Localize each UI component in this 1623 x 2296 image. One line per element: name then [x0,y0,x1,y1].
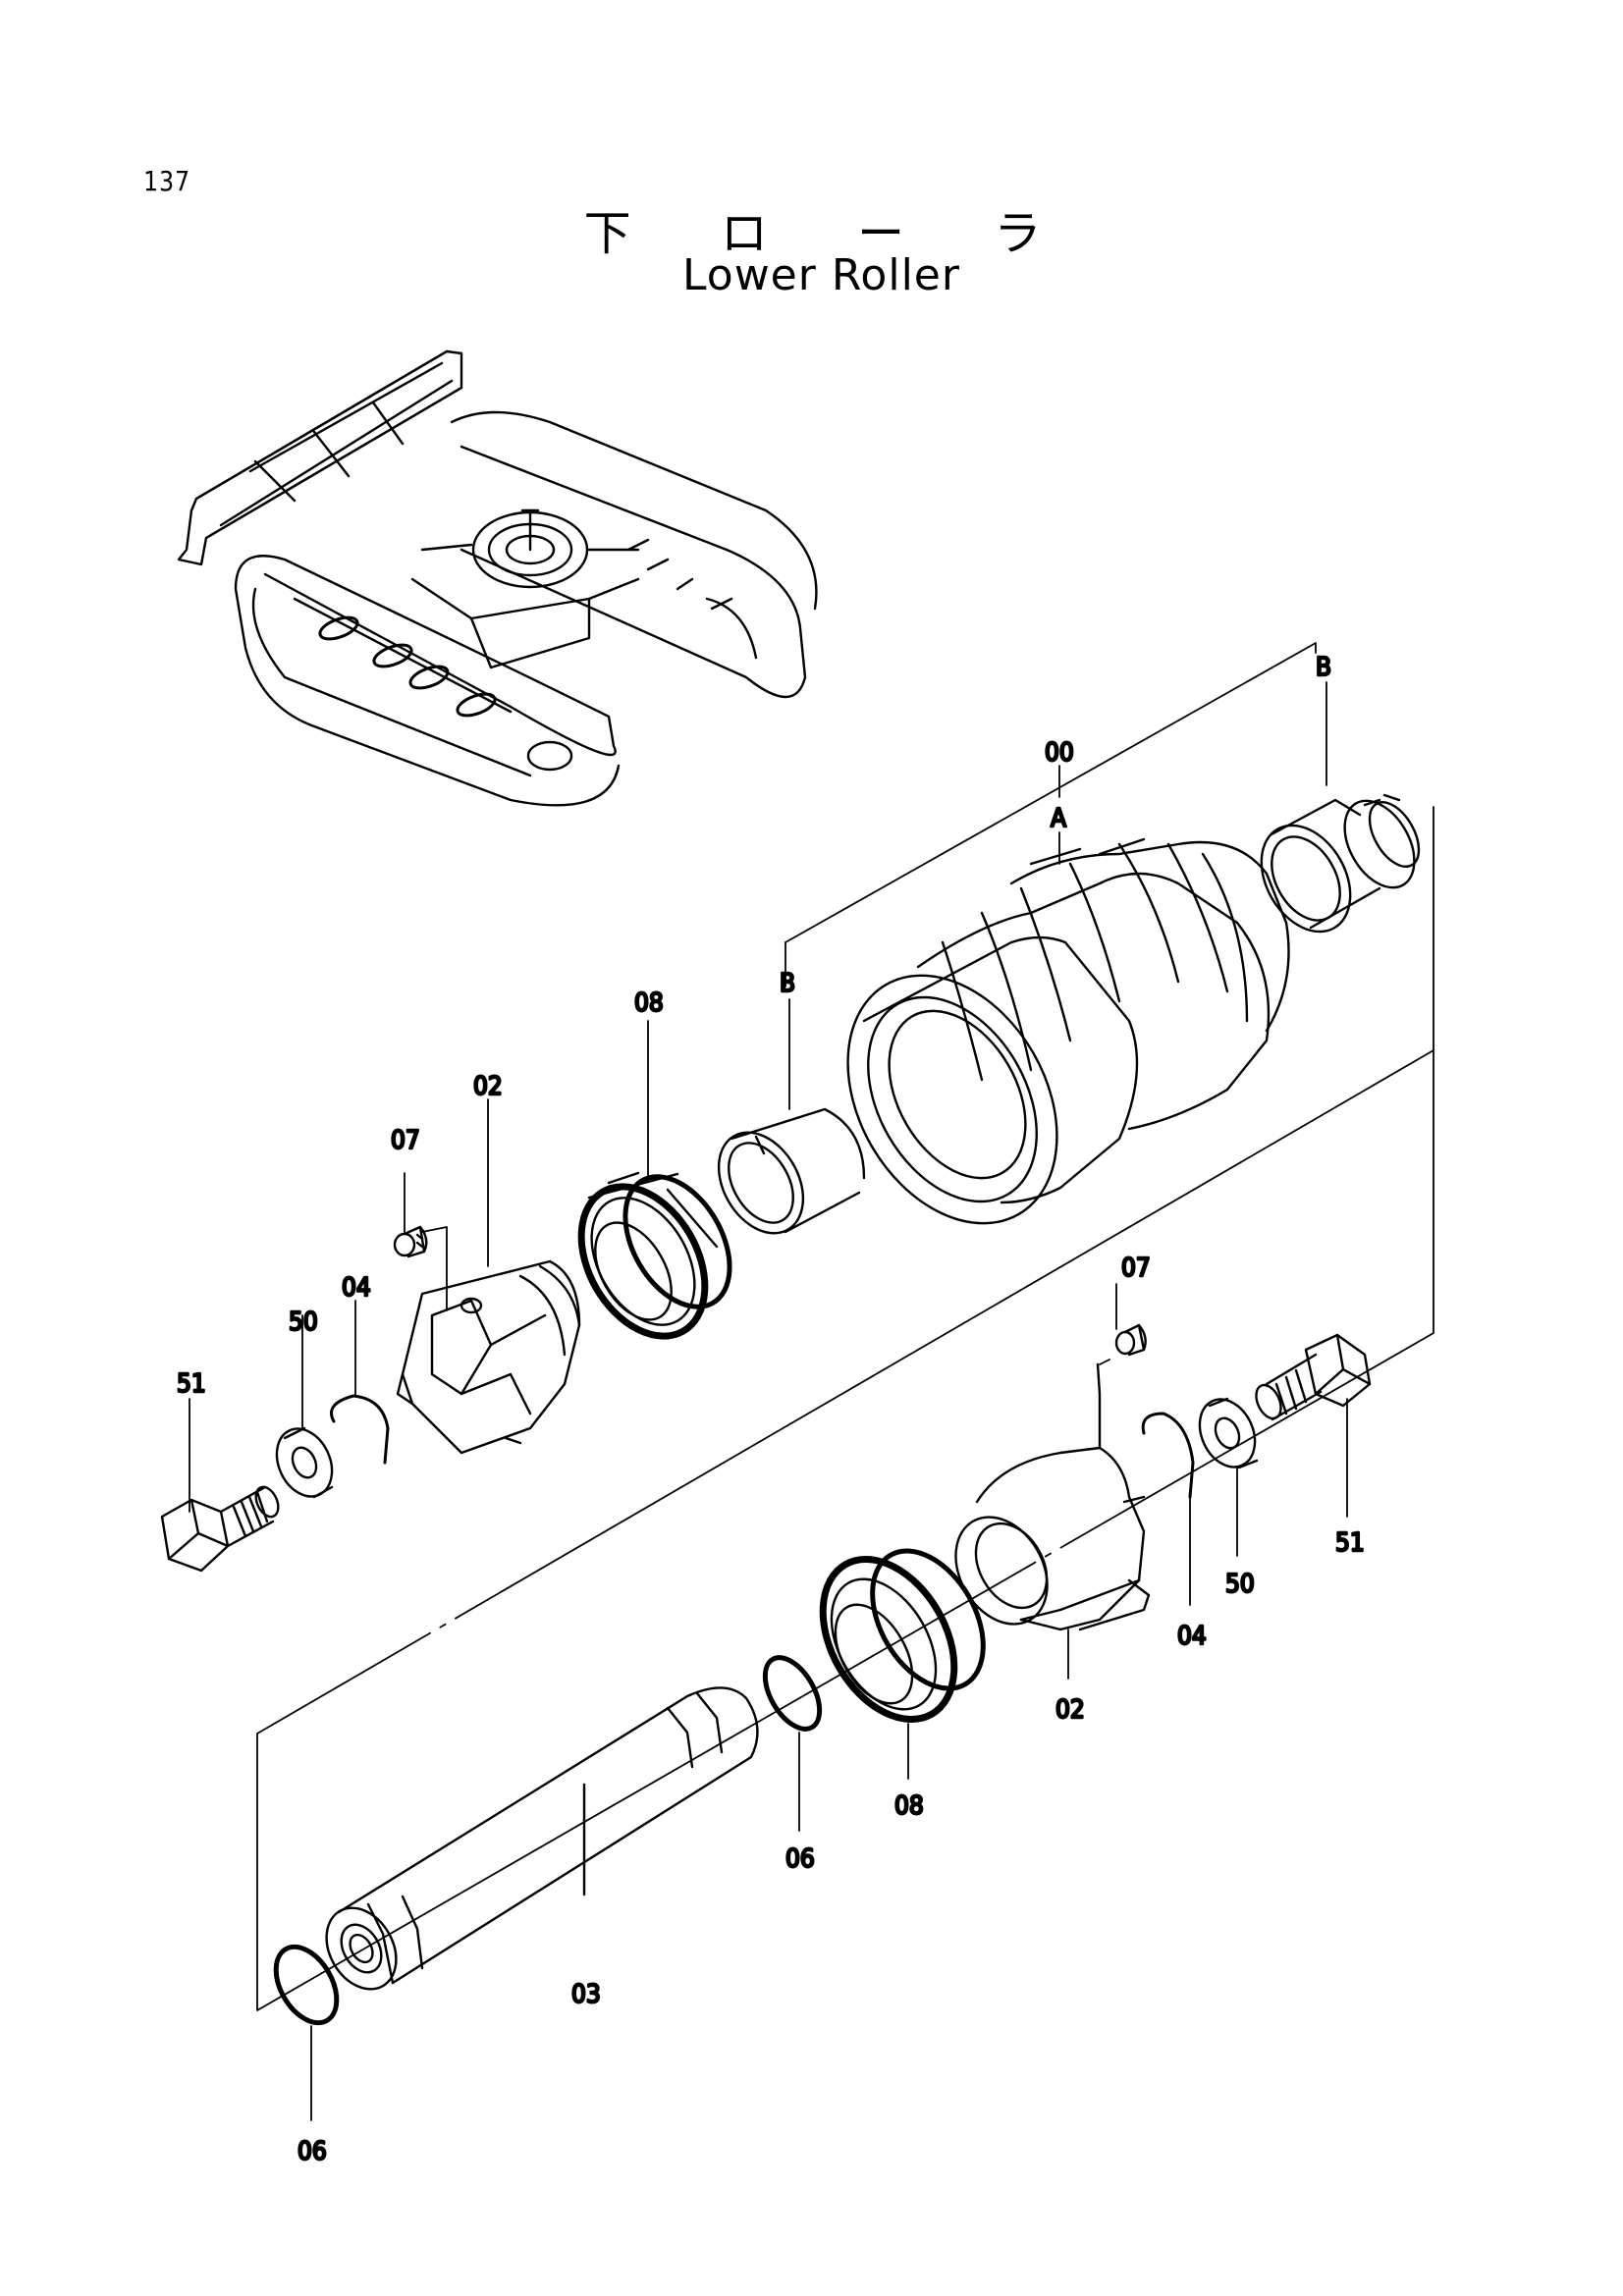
callout-label: 08 [894,1791,924,1821]
callout-label: 06 [298,2137,327,2166]
collar-left [396,1259,581,1455]
assembly-leader-lines [256,642,1434,2011]
callout-label: 51 [1335,1528,1365,1558]
callout-label: B [1316,653,1331,682]
callout-label: 07 [391,1126,420,1155]
callout-label: 07 [1121,1254,1151,1283]
callout-label: 00 [1045,738,1074,768]
washer-right [1198,1397,1259,1469]
callout-label: 50 [1225,1570,1255,1599]
page-title-english: Lower Roller [682,250,960,300]
floating-seal-right [819,1548,986,1724]
collar-right [954,1362,1151,1631]
pin-left [330,1394,390,1465]
callout-labels: 00 A B B 08 02 07 04 50 51 07 51 50 04 0… [176,652,1366,2167]
o-ring-middle [762,1655,823,1732]
washer-left [275,1426,334,1499]
callout-leader-lines [189,1020,1348,2121]
callout-label: 08 [634,988,664,1018]
shaft [325,1686,759,1991]
pin-right [1141,1412,1195,1499]
bushing-left [717,1107,866,1235]
callout-label: A [1051,804,1066,833]
roller-body [846,837,1290,1225]
page-number: 137 [143,165,190,197]
o-ring-bottom [273,1944,340,2026]
page-title-japanese: 下 ロ ー ラ [583,206,1079,261]
bushing-right [1260,793,1421,934]
callout-label: B [780,969,795,998]
bolt-right [1255,1333,1372,1421]
callout-label: 03 [571,1980,601,2009]
callout-label: 02 [1055,1695,1085,1725]
bolt-left [160,1485,280,1573]
callout-label: 06 [785,1844,815,1874]
undercarriage-overview-illustration [177,349,818,807]
plug-left [393,1225,428,1258]
callout-label: 51 [177,1369,206,1399]
callout-label: 04 [1177,1622,1207,1651]
callout-label: 04 [342,1273,371,1303]
plug-right [1114,1323,1147,1357]
floating-seal-left [577,1171,732,1340]
callout-label: 02 [473,1072,503,1101]
callout-label: 50 [289,1308,318,1337]
